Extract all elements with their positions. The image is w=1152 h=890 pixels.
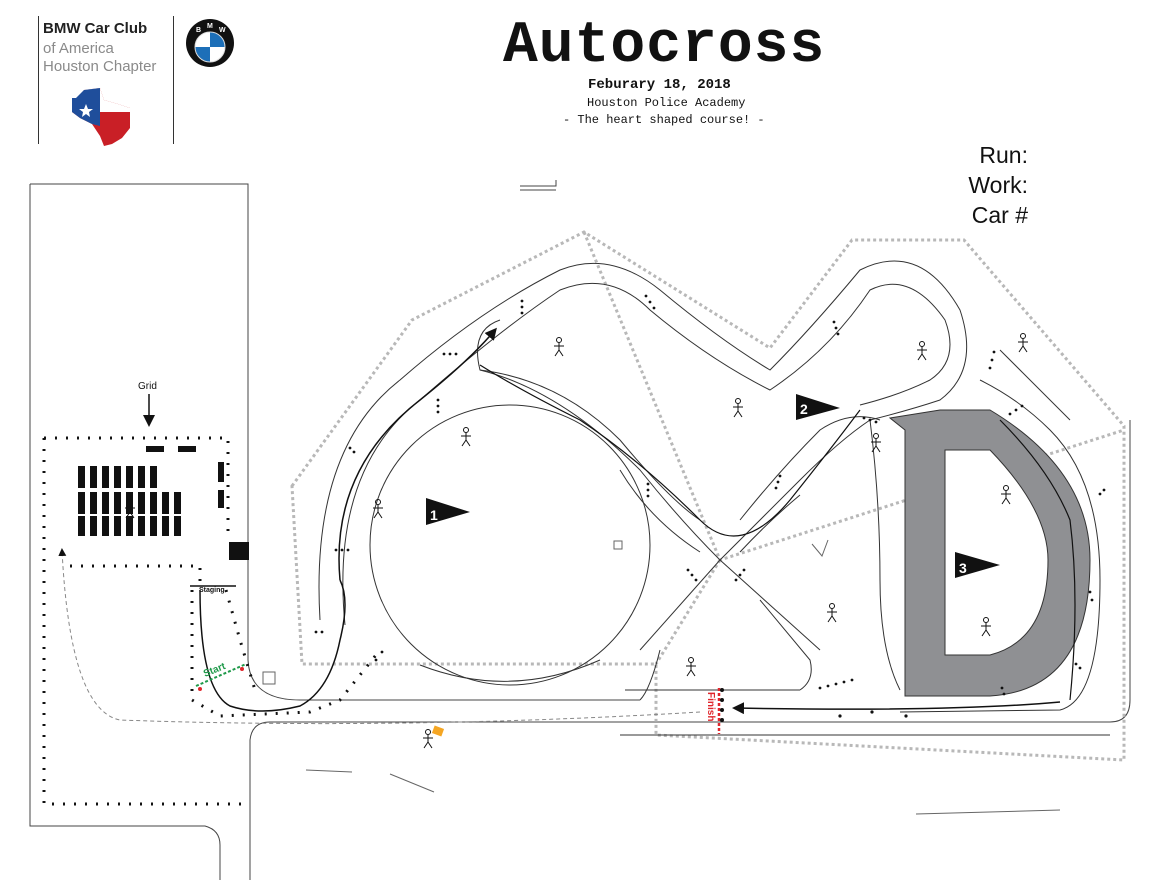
start-line [195, 663, 247, 687]
bmw-letter-b: B [196, 27, 201, 34]
event-venue: Houston Police Academy [587, 96, 746, 110]
bmw-logo: B M W [186, 19, 234, 67]
club-info: BMW Car Club of America Houston Chapter [38, 16, 174, 144]
section-flag-2: 2 [796, 394, 840, 420]
misc-marks [262, 539, 1061, 815]
section-flag-1: 1 [426, 498, 470, 525]
finish-label: Finish [705, 692, 716, 721]
entry-fields: Run: Work: Car # [968, 140, 1028, 230]
event-date: Feburary 18, 2018 [588, 77, 731, 93]
paddock-perimeter [42, 436, 382, 806]
skidpad-circle [369, 404, 651, 686]
work-field-label: Work: [968, 172, 1028, 198]
cones [314, 294, 1106, 722]
svg-text:1: 1 [430, 507, 438, 523]
bmw-letter-w: W [219, 27, 226, 34]
club-subtitle-2: Houston Chapter [43, 58, 157, 75]
texas-flag-icon [72, 88, 130, 146]
svg-text:3: 3 [959, 560, 967, 576]
road-outlines [29, 180, 1131, 880]
grid-label: Grid [138, 381, 157, 392]
event-tagline: - The heart shaped course! - [563, 113, 765, 127]
club-subtitle-1: of America [43, 40, 114, 57]
page-title: Autocross [503, 14, 826, 79]
run-field-label: Run: [979, 142, 1028, 168]
car-number-field-label: Car # [971, 202, 1028, 228]
grid-cars [78, 446, 249, 560]
section-flag-3: 3 [955, 552, 1000, 578]
corner-workers [125, 333, 1028, 749]
staging-label: Staging [199, 587, 225, 594]
club-name: BMW Car Club [43, 20, 148, 37]
svg-text:2: 2 [800, 401, 808, 417]
orange-marker [431, 725, 445, 737]
bmw-letter-m: M [207, 23, 213, 30]
